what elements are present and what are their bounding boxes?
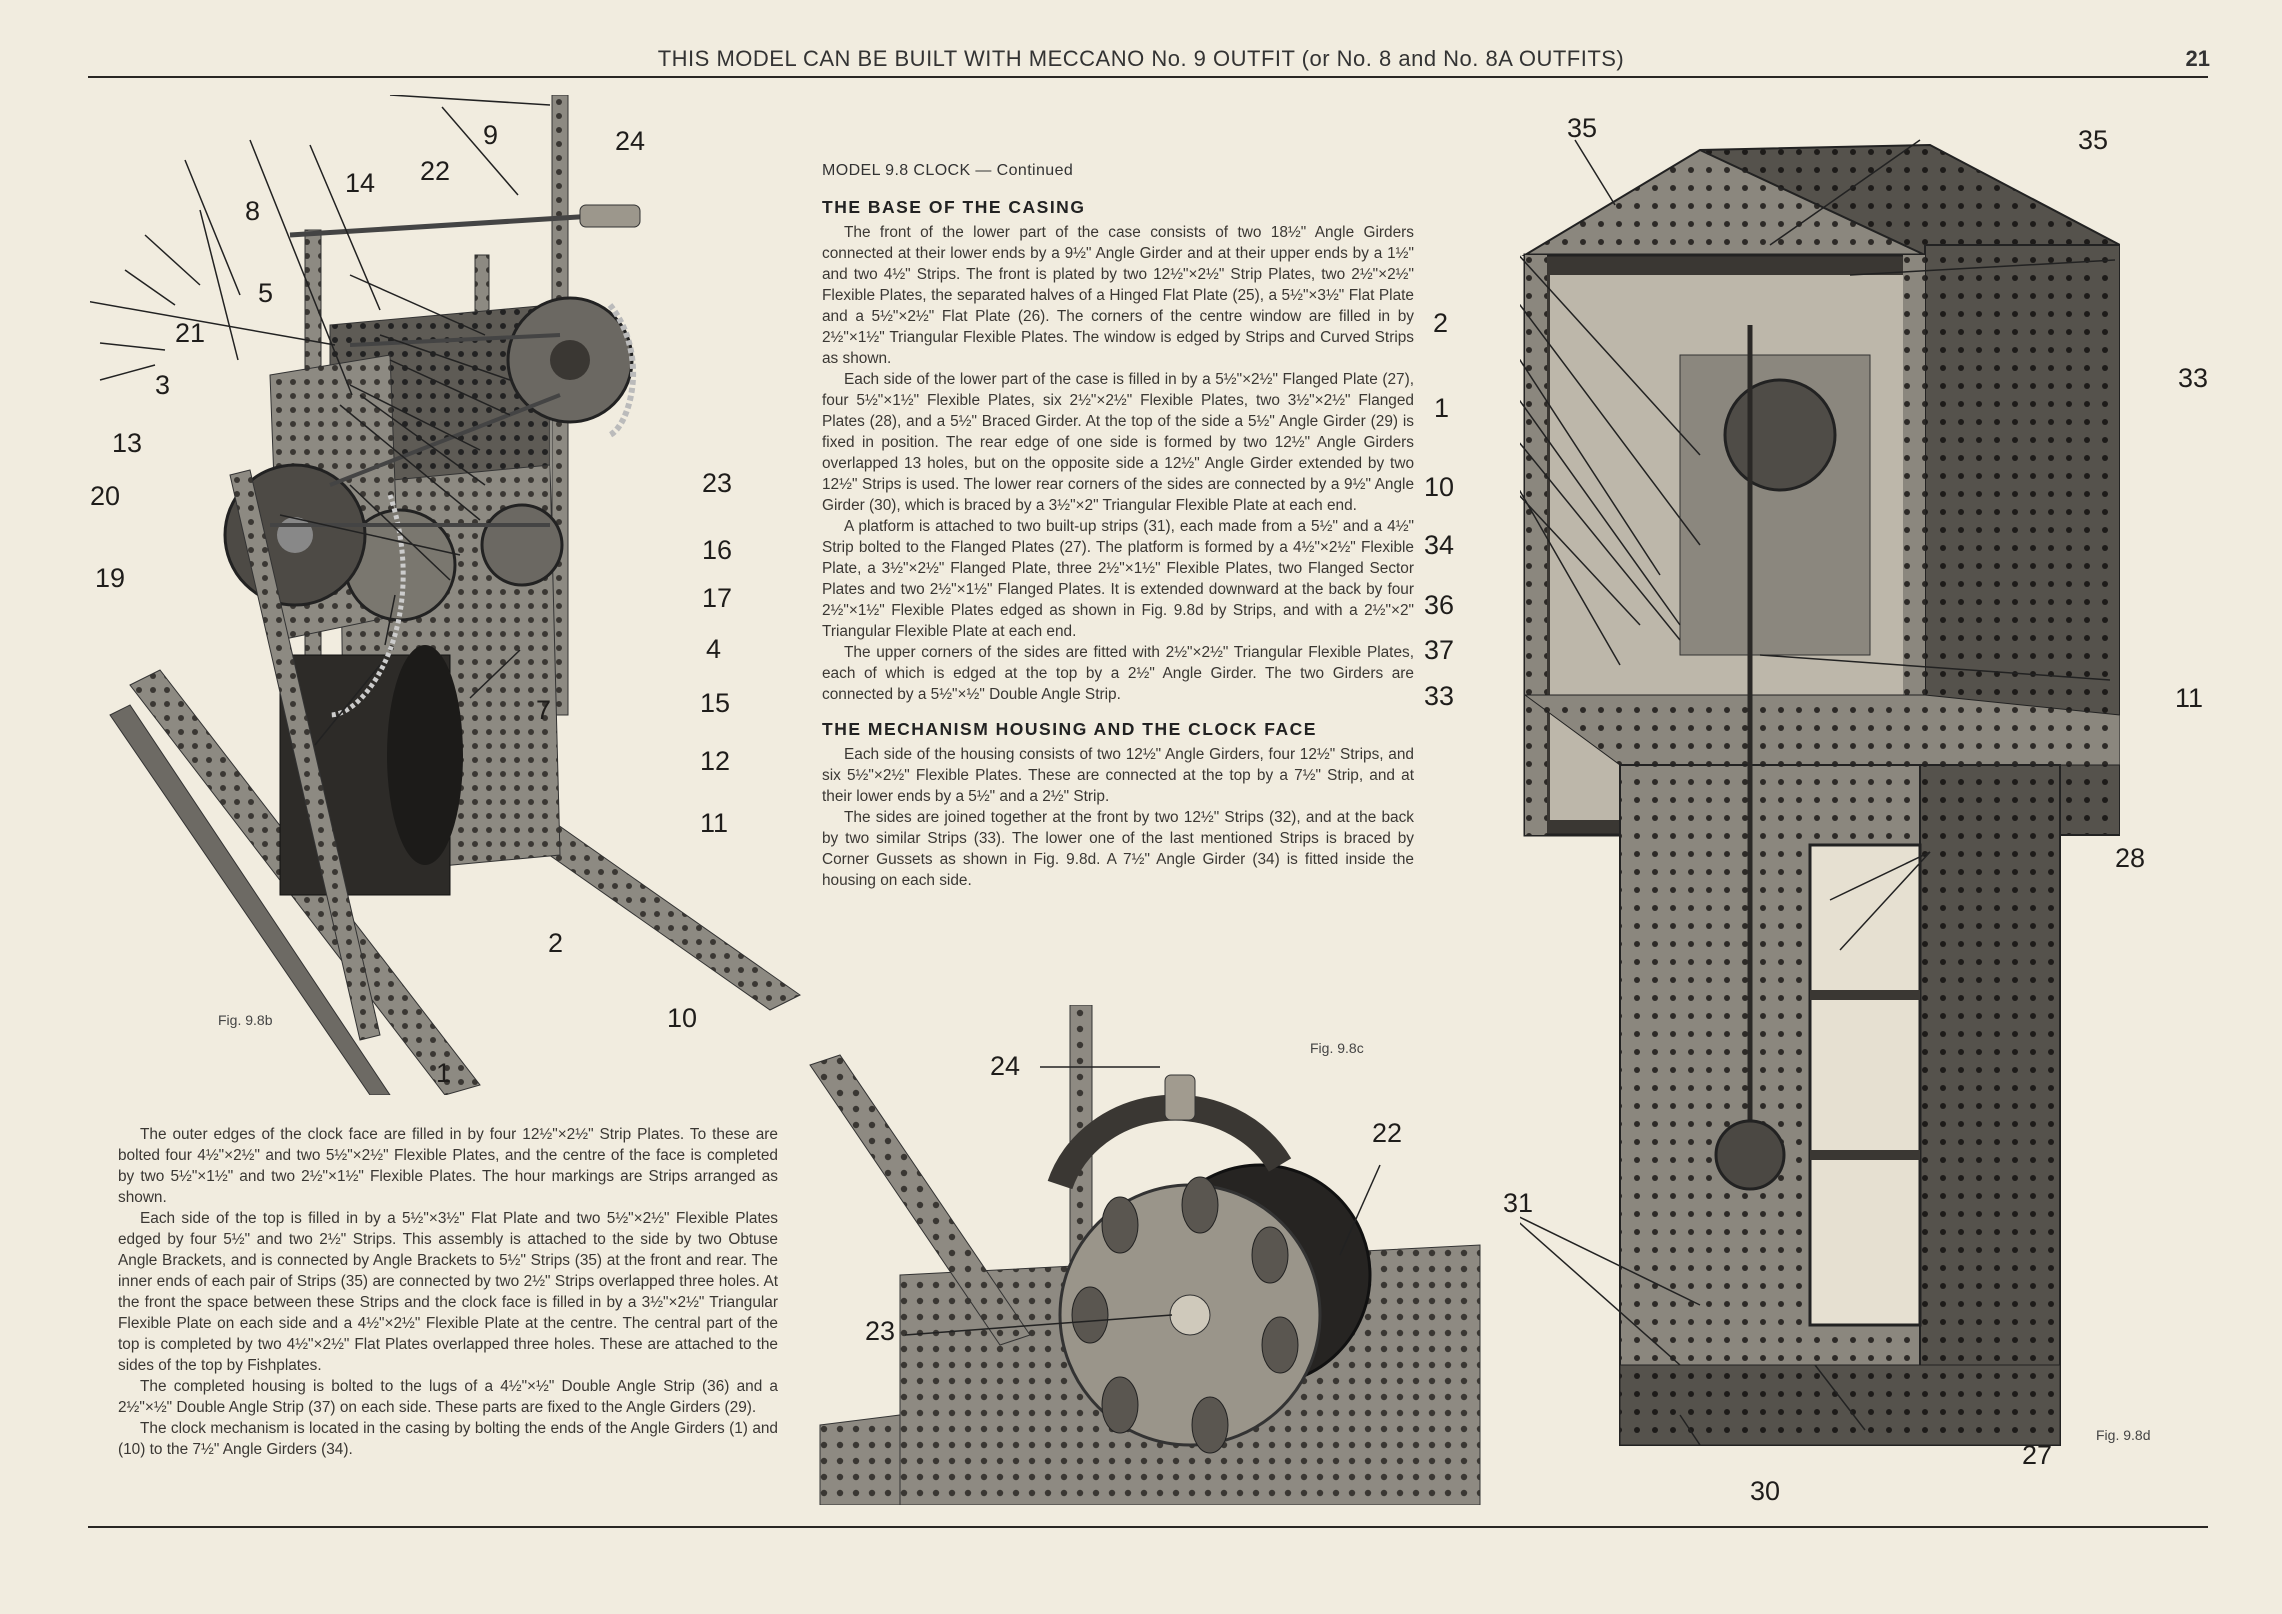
escapement-illustration — [809, 1005, 1481, 1505]
callout-35-left: 35 — [1567, 113, 1598, 143]
paragraph: Each side of the housing consists of two… — [822, 746, 1414, 805]
callout-4: 4 — [706, 634, 722, 664]
callout-10: 10 — [667, 1003, 698, 1033]
callout-11: 11 — [700, 808, 729, 838]
callout-24: 24 — [615, 126, 646, 156]
section-heading-mechanism-housing: THE MECHANISM HOUSING AND THE CLOCK FACE — [822, 719, 1317, 739]
figure-caption-9-8b: Fig. 9.8b — [218, 1012, 273, 1028]
casing-illustration — [1520, 139, 2120, 1446]
paragraph: The completed housing is bolted to the l… — [118, 1378, 778, 1416]
callout-12: 12 — [700, 746, 731, 776]
callout-9: 9 — [483, 120, 499, 150]
figure-9-8d — [1520, 125, 2120, 1475]
callout-34: 34 — [1424, 530, 1455, 560]
paragraph: The clock mechanism is located in the ca… — [118, 1420, 778, 1458]
paragraph: The outer edges of the clock face are fi… — [118, 1126, 778, 1206]
callout-7: 7 — [536, 695, 552, 725]
callout-10: 10 — [1424, 472, 1455, 502]
callout-8: 8 — [245, 196, 261, 226]
callout-2: 2 — [548, 928, 564, 958]
callout-23: 23 — [865, 1316, 896, 1346]
model-title: MODEL 9.8 CLOCK — Continued — [822, 162, 1074, 179]
callout-2: 2 — [1433, 308, 1449, 338]
paragraph: Each side of the top is filled in by a 5… — [118, 1210, 778, 1374]
callout-19: 19 — [95, 563, 126, 593]
header-title: THIS MODEL CAN BE BUILT WITH MECCANO No.… — [657, 46, 1625, 71]
callout-31: 31 — [1503, 1188, 1534, 1218]
paragraph: The upper corners of the sides are fitte… — [822, 644, 1414, 703]
callout-21: 21 — [175, 318, 206, 348]
callout-11: 11 — [2175, 683, 2204, 713]
callout-35-right: 35 — [2078, 125, 2109, 155]
callout-28: 28 — [2115, 843, 2146, 873]
callout-16: 16 — [702, 535, 733, 565]
paragraph: The sides are joined together at the fro… — [822, 809, 1414, 889]
figure-caption-9-8d: Fig. 9.8d — [2096, 1427, 2151, 1443]
callout-27: 27 — [2022, 1440, 2053, 1470]
callout-13: 13 — [112, 428, 143, 458]
callout-1: 1 — [436, 1058, 452, 1088]
callout-33-bottom: 33 — [1424, 681, 1455, 711]
callout-33-top: 33 — [2178, 363, 2209, 393]
callout-36: 36 — [1424, 590, 1455, 620]
callout-17: 17 — [702, 583, 733, 613]
callout-15: 15 — [700, 688, 731, 718]
page-number: 21 — [2185, 46, 2210, 71]
section-heading-base-casing: THE BASE OF THE CASING — [822, 197, 1086, 217]
callout-30: 30 — [1750, 1476, 1781, 1506]
figure-9-8c — [800, 1005, 1500, 1505]
paragraph: Each side of the lower part of the case … — [822, 371, 1414, 514]
figure-9-8b — [90, 95, 810, 1095]
callout-20: 20 — [90, 481, 121, 511]
callout-37: 37 — [1424, 635, 1455, 665]
footer-rule — [88, 1526, 2208, 1528]
callout-3: 3 — [155, 370, 171, 400]
callout-22: 22 — [1372, 1118, 1403, 1148]
figure-caption-9-8c: Fig. 9.8c — [1310, 1040, 1364, 1056]
article-lower: The outer edges of the clock face are fi… — [118, 1124, 778, 1460]
paragraph: A platform is attached to two built-up s… — [822, 518, 1414, 640]
callout-24: 24 — [990, 1051, 1021, 1081]
callout-14: 14 — [345, 168, 376, 198]
header-rule — [88, 76, 2208, 78]
callout-22: 22 — [420, 156, 451, 186]
callout-23: 23 — [702, 468, 733, 498]
callout-1: 1 — [1434, 393, 1450, 423]
callout-5: 5 — [258, 278, 274, 308]
article-main: MODEL 9.8 CLOCK — Continued THE BASE OF … — [822, 160, 1414, 891]
paragraph: The front of the lower part of the case … — [822, 224, 1414, 367]
mechanism-illustration — [90, 95, 801, 1095]
